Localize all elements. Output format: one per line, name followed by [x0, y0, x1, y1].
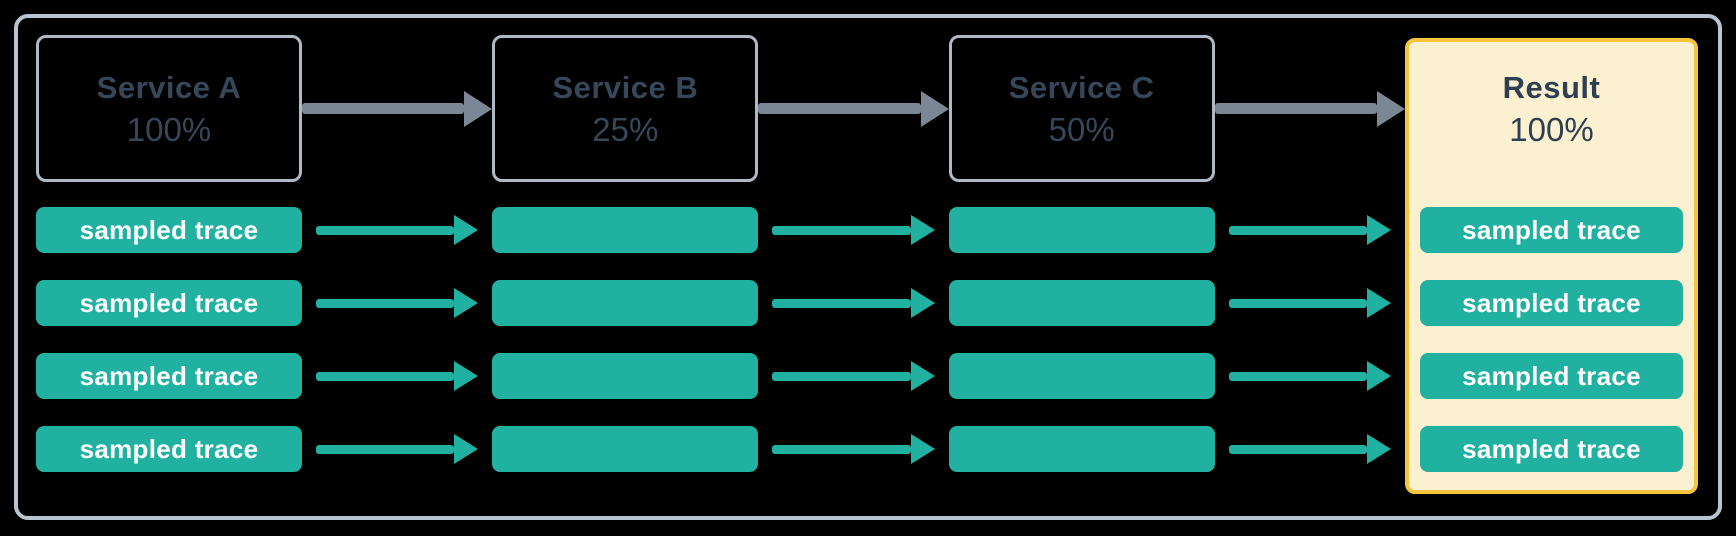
trace-bar-label: sampled trace	[1462, 360, 1641, 391]
trace-bar	[948, 280, 1215, 326]
service-a-label: Service A	[96, 69, 242, 105]
trace-bar: sampled trace	[36, 207, 302, 253]
flow-arrow-icon	[1214, 90, 1405, 127]
trace-arrow-slot	[1215, 207, 1405, 253]
trace-bar	[948, 426, 1215, 472]
flow-arrow-slot	[302, 35, 493, 182]
trace-bar-label: sampled trace	[79, 287, 259, 318]
service-a-column: Service A 100% sampled trace sampled tra…	[36, 18, 302, 472]
trace-bar	[492, 426, 759, 472]
service-b-column: Service B 25%	[492, 18, 759, 472]
trace-arrow-slot	[302, 280, 492, 326]
trace-arrow-icon	[1228, 288, 1391, 318]
trace-bar	[948, 353, 1215, 399]
trace-arrow-icon	[772, 434, 935, 464]
trace-arrow-icon	[1228, 361, 1391, 391]
trace-bar-label: sampled trace	[1462, 433, 1641, 464]
result-box	[1404, 38, 1698, 494]
trace-arrow-slot	[758, 353, 948, 399]
service-a-rate: 100%	[126, 110, 212, 148]
trace-arrow-slot	[302, 426, 492, 472]
result-header: Result 100%	[1405, 35, 1698, 182]
trace-arrow-slot	[758, 426, 948, 472]
service-b-box: Service B 25%	[492, 35, 759, 182]
trace-bar	[492, 280, 759, 326]
trace-arrow-slot	[1215, 426, 1405, 472]
trace-arrow-icon	[316, 434, 479, 464]
flow-arrow-icon	[758, 90, 949, 127]
trace-arrow-icon	[316, 288, 479, 318]
service-c-label: Service C	[1008, 69, 1155, 105]
trace-arrow-icon	[1228, 215, 1391, 245]
trace-bar: sampled trace	[1419, 280, 1683, 326]
result-column: Result 100% sampled trace sampled trace …	[1404, 18, 1698, 494]
result-rate: 100%	[1509, 110, 1594, 148]
trace-bar: sampled trace	[36, 353, 302, 399]
service-c-rate: 50%	[1048, 110, 1115, 148]
diagram-frame: Service A 100% sampled trace sampled tra…	[14, 14, 1722, 520]
trace-arrow-icon	[772, 288, 935, 318]
trace-bar	[948, 207, 1215, 253]
trace-arrow-slot	[302, 207, 492, 253]
trace-arrow-icon	[772, 215, 935, 245]
arrow-gap-a-b	[302, 18, 493, 472]
service-c-box: Service C 50%	[948, 35, 1215, 182]
trace-bar: sampled trace	[36, 426, 302, 472]
trace-bar-label: sampled trace	[79, 214, 259, 245]
service-c-column: Service C 50%	[948, 18, 1215, 472]
service-b-rate: 25%	[592, 110, 659, 148]
trace-bar: sampled trace	[1419, 353, 1683, 399]
trace-bar-label: sampled trace	[79, 360, 259, 391]
flow-arrow-icon	[302, 90, 493, 127]
arrow-gap-b-c	[758, 18, 949, 472]
trace-arrow-icon	[772, 361, 935, 391]
trace-bar-label: sampled trace	[79, 433, 259, 464]
service-b-label: Service B	[552, 69, 699, 105]
arrow-gap-c-result	[1214, 18, 1405, 472]
trace-bar-label: sampled trace	[1462, 287, 1641, 318]
trace-arrow-icon	[316, 215, 479, 245]
trace-arrow-icon	[316, 361, 479, 391]
trace-bar	[492, 207, 759, 253]
result-label: Result	[1502, 69, 1601, 105]
trace-arrow-slot	[758, 207, 948, 253]
trace-bar-label: sampled trace	[1462, 214, 1641, 245]
flow-arrow-slot	[758, 35, 949, 182]
trace-bar	[492, 353, 759, 399]
trace-arrow-slot	[758, 280, 948, 326]
trace-bar: sampled trace	[1419, 426, 1683, 472]
service-a-box: Service A 100%	[36, 35, 302, 182]
trace-arrow-slot	[302, 353, 492, 399]
trace-arrow-slot	[1215, 353, 1405, 399]
trace-arrow-slot	[1215, 280, 1405, 326]
trace-bar: sampled trace	[36, 280, 302, 326]
trace-bar: sampled trace	[1419, 207, 1683, 253]
trace-arrow-icon	[1228, 434, 1391, 464]
flow-arrow-slot	[1214, 35, 1405, 182]
